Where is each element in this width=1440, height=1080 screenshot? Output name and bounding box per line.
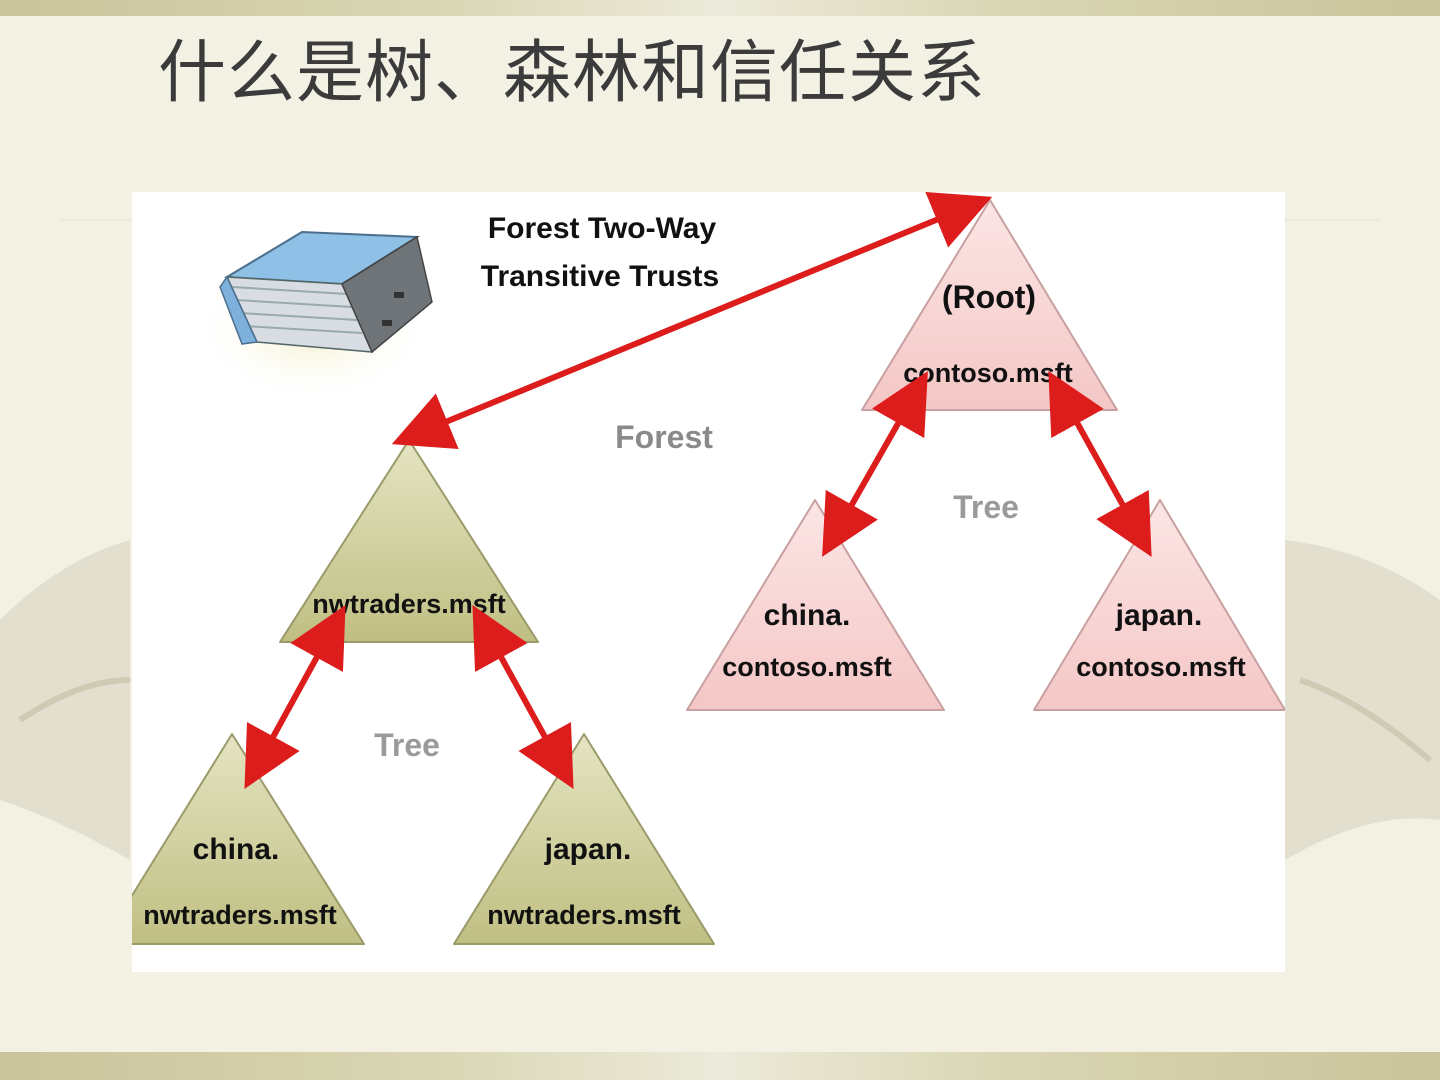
forest-trust-arrow — [391, 192, 993, 450]
tree-label-nwtraders: Tree — [374, 727, 440, 763]
domain-label-line2: contoso.msft — [903, 358, 1073, 388]
forest-label: Forest — [615, 419, 713, 455]
domain-label-line1: japan. — [1115, 599, 1203, 632]
bottom-decorative-band — [0, 1052, 1440, 1080]
domain-label-line2: nwtraders.msft — [312, 589, 506, 619]
background-fan-painting — [0, 219, 1440, 860]
domain-label-line2: contoso.msft — [1076, 652, 1246, 682]
forest-tree-trust-diagram: Forest Two-Way Transitive Trusts Forest … — [132, 192, 1285, 972]
domain-label-line1: japan. — [544, 833, 632, 866]
domain-label-line2: nwtraders.msft — [143, 900, 337, 930]
forest-trust-label-line2: Transitive Trusts — [481, 260, 719, 293]
domain-label-line1: china. — [193, 833, 280, 866]
tree-trust-arrow-japan-nwtraders — [472, 604, 574, 790]
domain-node-china-contoso: china. contoso.msft — [686, 499, 945, 711]
diagram-canvas: Forest Two-Way Transitive Trusts Forest … — [132, 192, 1285, 945]
domain-label-line2: nwtraders.msft — [487, 900, 681, 930]
domain-node-china-nwtraders: china. nwtraders.msft — [132, 733, 365, 945]
domain-label-line1: (Root) — [942, 279, 1036, 315]
slide-title: 什么是树、森林和信任关系 — [158, 34, 987, 113]
top-decorative-band — [0, 0, 1440, 16]
trust-arrows — [244, 192, 1152, 790]
domain-label-line1: china. — [764, 599, 851, 632]
binder-icon — [192, 230, 433, 397]
domain-label-line2: contoso.msft — [722, 652, 892, 682]
domain-node-japan-nwtraders: japan. nwtraders.msft — [453, 733, 715, 945]
tree-label-contoso: Tree — [953, 489, 1019, 525]
tree-trust-arrow-japan-contoso — [1048, 371, 1152, 557]
domain-node-japan-contoso: japan. contoso.msft — [1033, 499, 1285, 711]
forest-trust-label-line1: Forest Two-Way — [488, 212, 717, 245]
tree-trust-arrow-china-contoso — [822, 371, 928, 557]
domain-node-nwtraders: nwtraders.msft — [279, 439, 539, 643]
tree-trust-arrow-china-nwtraders — [244, 604, 346, 790]
